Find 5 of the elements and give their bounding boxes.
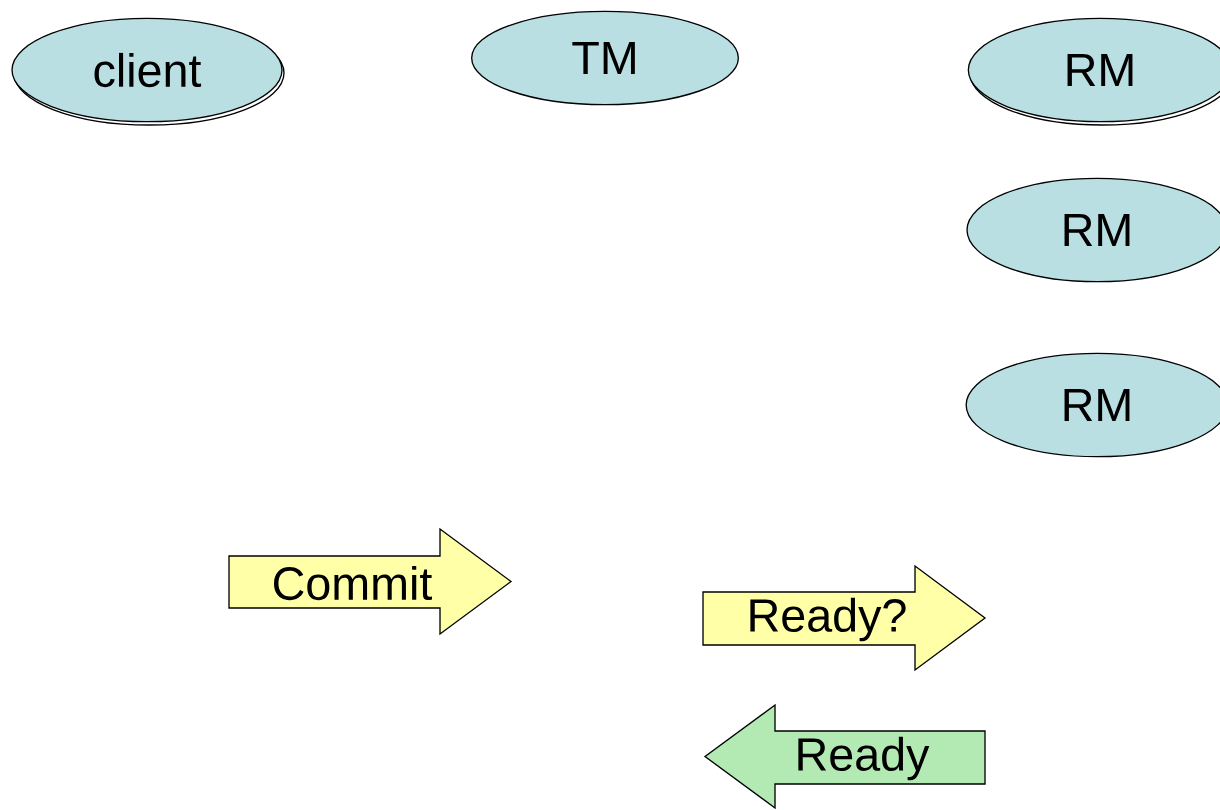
- ellipse-node: RM: [965, 352, 1220, 458]
- ellipse-node: RM: [967, 17, 1220, 126]
- ellipse-node: client: [11, 17, 285, 126]
- ellipse-node: TM: [471, 10, 739, 106]
- ellipse-node: RM: [966, 177, 1220, 283]
